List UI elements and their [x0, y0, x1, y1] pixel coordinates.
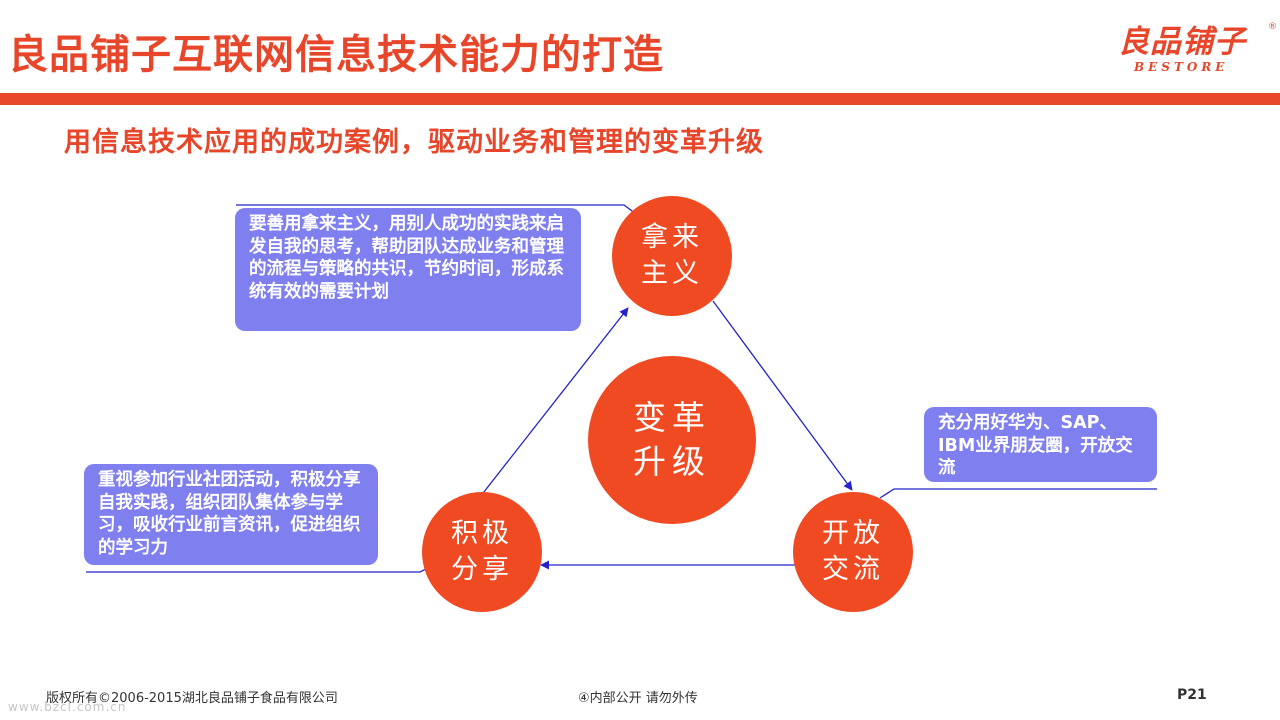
right-node-label-line2: 交流 [822, 554, 884, 585]
left-node-label-line1: 积极 [451, 518, 513, 549]
top-node-label-line2: 主义 [641, 258, 703, 289]
node-top: 拿来 主义 [612, 196, 732, 316]
node-center: 变革 升级 [588, 356, 756, 524]
node-right: 开放 交流 [793, 492, 913, 612]
header-rule-bar [0, 93, 1280, 105]
right-node-label-line1: 开放 [822, 518, 884, 549]
center-label-line1: 变革 [633, 398, 711, 437]
note-left: 重视参加行业社团活动，积极分享自我实践，组织团队集体参与学习，吸收行业前言资讯，… [84, 464, 378, 565]
callout-line-left [86, 564, 435, 573]
center-label-line2: 升级 [633, 442, 711, 481]
arrow-top-to-right [712, 300, 853, 491]
callout-line-right [879, 488, 1157, 499]
logo-text: 良品铺子 [1118, 24, 1246, 60]
note-right: 充分用好华为、SAP、 IBM业界朋友圈，开放交流 [924, 407, 1157, 482]
node-left: 积极 分享 [422, 492, 542, 612]
left-node-label-line2: 分享 [451, 554, 513, 585]
logo-subtext: BESTORE [1134, 60, 1229, 74]
page-number: P21 [1177, 687, 1207, 703]
page-title: 良品铺子互联网信息技术能力的打造 [8, 32, 664, 78]
top-node-label-line1: 拿来 [641, 222, 703, 253]
footer-notice: ④内部公开 请勿外传 [578, 691, 698, 706]
bestore-logo: 良品铺子 ® BESTORE [1118, 16, 1278, 80]
note-top: 要善用拿来主义，用别人成功的实践来启发自我的思考，帮助团队达成业务和管理的流程与… [235, 208, 581, 331]
watermark: www.bzcl.com.cn [8, 700, 127, 714]
slide-subtitle: 用信息技术应用的成功案例，驱动业务和管理的变革升级 [64, 127, 764, 158]
registered-mark: ® [1268, 22, 1277, 32]
footer-copyright: 版权所有©2006-2015湖北良品铺子食品有限公司 [46, 691, 338, 706]
arrow-left-to-top [479, 307, 629, 498]
